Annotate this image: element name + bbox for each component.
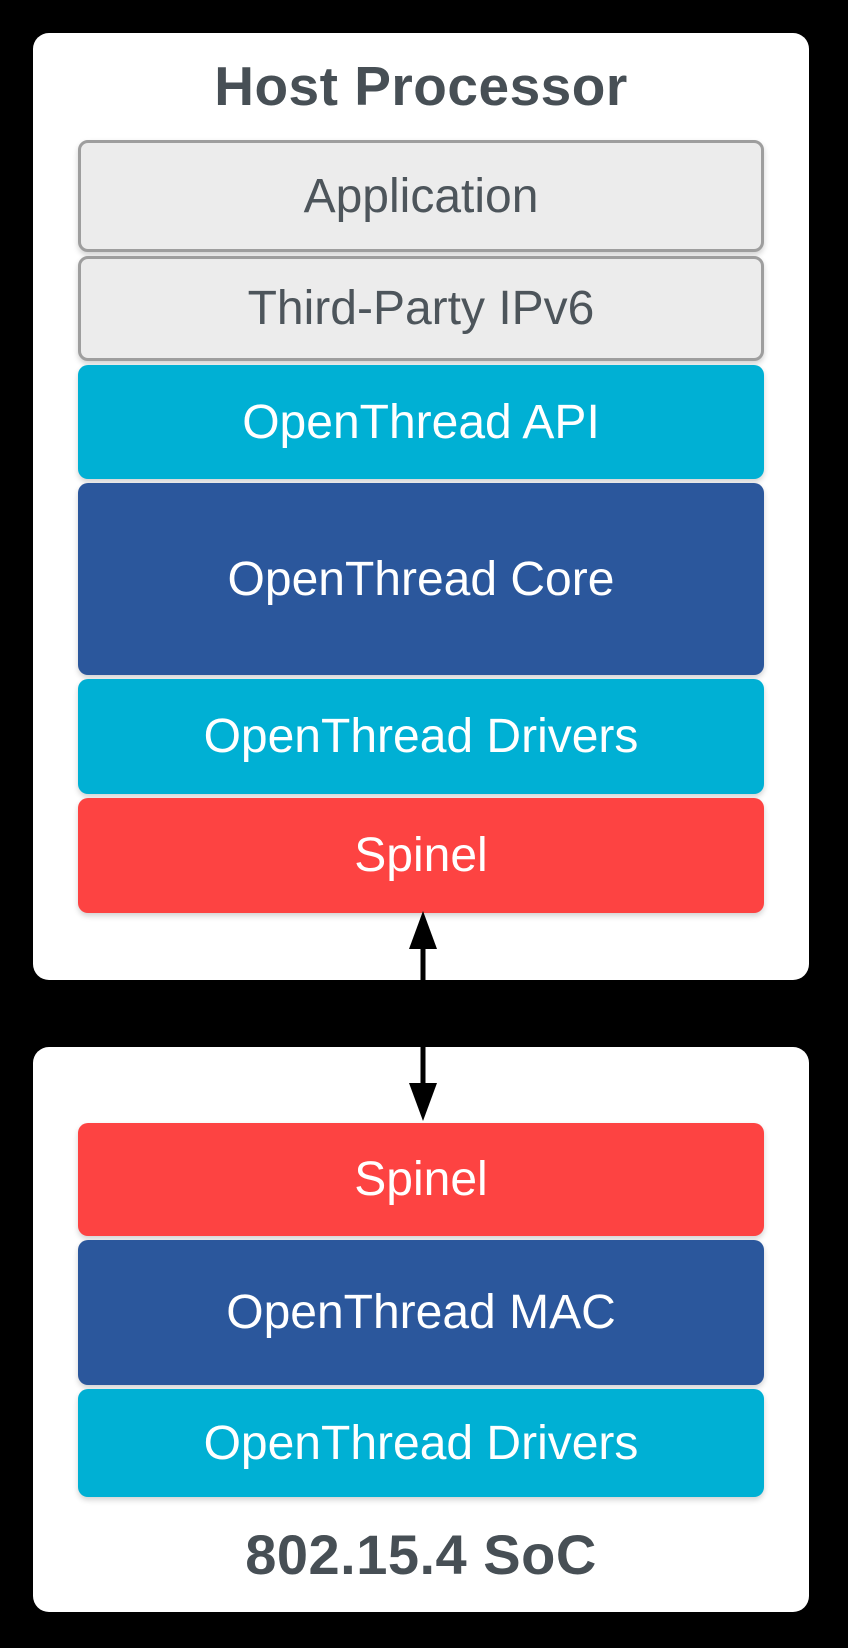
host-layer-stack: Application Third-Party IPv6 OpenThread … [78,140,764,913]
layer-openthread-mac: OpenThread MAC [78,1240,764,1385]
soc-layer-stack: Spinel OpenThread MAC OpenThread Drivers [78,1123,764,1497]
layer-third-party-ipv6: Third-Party IPv6 [78,256,764,361]
layer-openthread-drivers-host: OpenThread Drivers [78,679,764,794]
layer-application: Application [78,140,764,252]
host-processor-title: Host Processor [214,55,628,117]
layer-spinel-host: Spinel [78,798,764,913]
host-processor-box: Host Processor Application Third-Party I… [33,33,809,980]
spinel-link-arrow [409,911,437,1121]
layer-openthread-core: OpenThread Core [78,483,764,675]
double-headed-arrow-icon [409,911,437,1121]
layer-openthread-drivers-soc: OpenThread Drivers [78,1389,764,1497]
soc-caption: 802.15.4 SoC [245,1523,597,1586]
layer-openthread-api: OpenThread API [78,365,764,479]
layer-spinel-soc: Spinel [78,1123,764,1236]
soc-box: Spinel OpenThread MAC OpenThread Drivers… [33,1047,809,1612]
